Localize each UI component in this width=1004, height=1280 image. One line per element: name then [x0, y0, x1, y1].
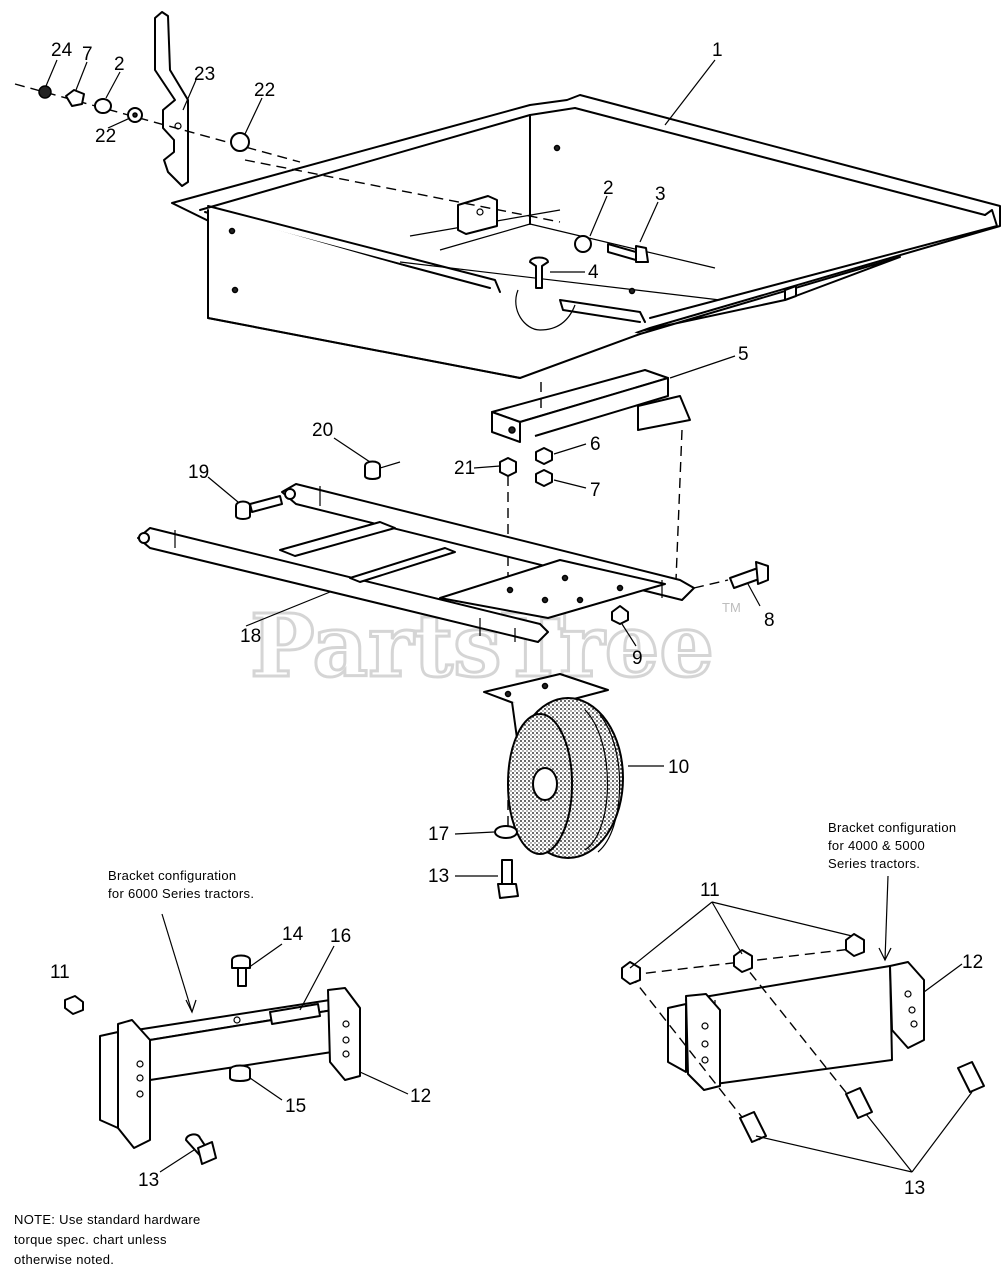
washer-2	[94, 98, 112, 114]
bracket-4000-5000	[621, 875, 985, 1143]
caption-4000-line3: Series tractors.	[828, 856, 920, 871]
nut-11-b	[733, 949, 753, 973]
callout-2b: 2	[603, 178, 614, 199]
note-line3: otherwise noted.	[14, 1252, 114, 1267]
nut-7-bracket	[535, 469, 553, 487]
nut-15	[229, 1064, 251, 1082]
callout-5: 5	[738, 344, 749, 365]
callout-21: 21	[454, 458, 475, 479]
callout-24: 24	[51, 40, 73, 61]
bolt-13-wheel	[501, 859, 513, 885]
caption-6000-line2: for 6000 Series tractors.	[108, 886, 254, 901]
callout-labels: 24 7 2 22 23 22 1 2 3 4 5 6 7 21 20 19 8…	[50, 40, 983, 1199]
watermark: PartsTree TM	[249, 595, 741, 699]
callout-6: 6	[590, 434, 601, 455]
hardware-lever	[38, 85, 250, 152]
callout-22a: 22	[95, 126, 116, 147]
cart-frame	[137, 483, 695, 643]
callout-23: 23	[194, 64, 215, 85]
torque-note: NOTE: Use standard hardware torque spec.…	[14, 1212, 201, 1267]
caption-6000-line1: Bracket configuration	[108, 868, 236, 883]
caption-4000-5000: Bracket configuration for 4000 & 5000 Se…	[828, 820, 956, 871]
bolt-14	[231, 954, 251, 969]
callout-18: 18	[240, 626, 261, 647]
watermark-trademark: TM	[722, 600, 741, 615]
callout-19: 19	[188, 462, 209, 483]
nut-11-left	[64, 995, 84, 1015]
callout-13a: 13	[428, 866, 449, 887]
nut-7	[65, 89, 85, 107]
nut-11-c	[845, 933, 865, 957]
nut-11-a	[621, 961, 641, 985]
callout-11b: 11	[700, 880, 720, 901]
note-line2: torque spec. chart unless	[14, 1232, 167, 1247]
hardware-bed	[529, 235, 649, 289]
leader-lines	[45, 59, 973, 1173]
callout-12b: 12	[962, 952, 983, 973]
caption-4000-line1: Bracket configuration	[828, 820, 956, 835]
nut-9	[611, 605, 629, 625]
nut-24	[38, 85, 52, 99]
callout-10: 10	[668, 757, 689, 778]
bracket-6000	[64, 913, 361, 1165]
nut-21	[499, 457, 517, 477]
callout-7b: 7	[590, 480, 601, 501]
callout-4: 4	[588, 262, 599, 283]
callout-14: 14	[282, 924, 304, 945]
callout-2a: 2	[114, 54, 125, 75]
caption-6000: Bracket configuration for 6000 Series tr…	[108, 868, 254, 901]
latch-lever	[14, 11, 301, 187]
callout-12a: 12	[410, 1086, 431, 1107]
hardware-frame	[235, 460, 769, 625]
note-line1: NOTE: Use standard hardware	[14, 1212, 201, 1227]
nut-6	[535, 447, 553, 465]
hitch-bracket	[491, 369, 691, 590]
callout-16: 16	[330, 926, 351, 947]
bolt-13-a	[739, 1111, 767, 1143]
callout-9: 9	[632, 648, 643, 669]
callout-15: 15	[285, 1096, 306, 1117]
pin-20	[364, 460, 381, 480]
callout-17: 17	[428, 824, 449, 845]
bolt-13-b	[845, 1087, 873, 1119]
callout-13c: 13	[904, 1178, 925, 1199]
callout-20: 20	[312, 420, 333, 441]
callout-1: 1	[712, 40, 723, 61]
bolt-13-c	[957, 1061, 985, 1093]
caster-wheel	[483, 673, 624, 899]
washer-22-right	[230, 132, 250, 152]
callout-22b: 22	[254, 80, 275, 101]
washer-17	[494, 825, 518, 839]
callout-8: 8	[764, 610, 775, 631]
caption-4000-line2: for 4000 & 5000	[828, 838, 925, 853]
bolt-19	[235, 500, 251, 520]
cart-bed	[171, 94, 1001, 379]
callout-13b: 13	[138, 1170, 159, 1191]
callout-11a: 11	[50, 962, 70, 983]
washer-2-bed	[574, 235, 592, 253]
bolt-4	[529, 256, 549, 289]
callout-3: 3	[655, 184, 666, 205]
callout-7a: 7	[82, 44, 93, 65]
